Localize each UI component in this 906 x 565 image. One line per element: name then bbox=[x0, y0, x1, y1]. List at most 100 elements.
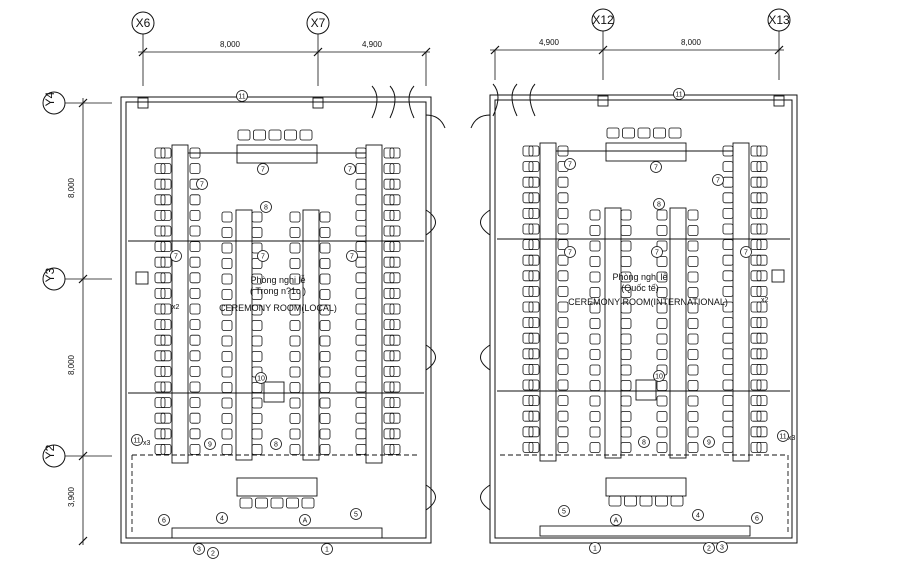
chair bbox=[722, 410, 734, 422]
chair bbox=[656, 225, 668, 236]
chair bbox=[722, 270, 734, 282]
chair bbox=[528, 192, 540, 204]
chair bbox=[756, 285, 768, 297]
chair bbox=[389, 365, 401, 377]
chair bbox=[289, 304, 301, 316]
callout-bubble bbox=[703, 542, 715, 554]
chair bbox=[668, 127, 682, 139]
chair bbox=[589, 240, 601, 252]
chair bbox=[589, 349, 601, 360]
chair bbox=[557, 192, 569, 204]
callout-bubble bbox=[651, 246, 663, 258]
chair bbox=[154, 365, 166, 377]
chair bbox=[355, 428, 367, 440]
chair bbox=[624, 495, 637, 507]
chair bbox=[389, 412, 401, 424]
chair bbox=[239, 497, 253, 509]
left-head-table bbox=[236, 144, 318, 164]
chair bbox=[722, 363, 734, 375]
callout-label: 7 bbox=[261, 167, 265, 174]
chair bbox=[620, 426, 632, 438]
chair bbox=[589, 256, 601, 267]
chair bbox=[355, 256, 367, 268]
chair bbox=[687, 225, 699, 236]
dim-right-top-2: 8,000 bbox=[681, 38, 702, 47]
chair bbox=[189, 225, 201, 237]
chair bbox=[154, 350, 166, 362]
chair bbox=[557, 223, 569, 235]
chair bbox=[160, 287, 172, 299]
callout-label: 9 bbox=[707, 440, 711, 447]
chair bbox=[756, 301, 768, 313]
chair bbox=[522, 395, 534, 407]
chair bbox=[637, 127, 651, 139]
chair bbox=[319, 258, 331, 269]
chair bbox=[355, 443, 367, 455]
callout-bubble bbox=[777, 430, 789, 442]
chair bbox=[528, 426, 540, 438]
callout-label: 4 bbox=[696, 513, 700, 520]
chair bbox=[522, 254, 534, 266]
callout-bubble bbox=[344, 163, 356, 175]
chair bbox=[522, 441, 534, 453]
chair bbox=[289, 397, 301, 409]
chair bbox=[750, 379, 762, 391]
chair bbox=[319, 227, 331, 238]
chair bbox=[383, 428, 395, 440]
right-head-table bbox=[605, 142, 687, 162]
chair bbox=[589, 411, 601, 422]
chair bbox=[528, 223, 540, 235]
chair bbox=[221, 227, 233, 238]
chair bbox=[653, 127, 666, 139]
chair bbox=[237, 129, 251, 141]
chair bbox=[750, 441, 762, 453]
chair bbox=[722, 348, 734, 360]
chair bbox=[160, 178, 172, 190]
tables bbox=[128, 95, 790, 539]
chair bbox=[756, 176, 768, 188]
right-room-name-en: CEREMONY ROOM(INTERNATIONAL) bbox=[568, 297, 728, 307]
chair bbox=[589, 271, 601, 283]
chair bbox=[355, 163, 367, 175]
chair bbox=[756, 363, 768, 375]
callout-bubble bbox=[716, 541, 728, 553]
chair bbox=[154, 147, 166, 159]
callout-label: 8 bbox=[642, 440, 646, 447]
axis-label-x7: X7 bbox=[311, 16, 326, 30]
chair bbox=[160, 443, 172, 455]
callout-label: 5 bbox=[354, 512, 358, 519]
chair bbox=[756, 348, 768, 360]
chair bbox=[750, 207, 762, 219]
callout-bubble bbox=[703, 436, 715, 448]
chair bbox=[383, 178, 395, 190]
chair bbox=[589, 302, 601, 314]
axis-label-y4: Y4 bbox=[43, 91, 57, 106]
chair bbox=[289, 242, 301, 254]
chair bbox=[687, 271, 699, 283]
chair bbox=[557, 395, 569, 407]
chair bbox=[557, 348, 569, 360]
chair bbox=[656, 349, 668, 360]
chair bbox=[189, 428, 201, 440]
left-room-name-vi-2: ( Trong n?1c ) bbox=[250, 286, 306, 296]
chair bbox=[528, 441, 540, 453]
callout-bubble bbox=[638, 436, 650, 448]
chair bbox=[160, 319, 172, 331]
chair bbox=[620, 240, 632, 252]
chair bbox=[221, 397, 233, 409]
left-side-table-right bbox=[365, 144, 383, 464]
chair bbox=[154, 428, 166, 440]
right-inner-table-right bbox=[669, 207, 687, 459]
chair bbox=[687, 364, 699, 376]
chair bbox=[319, 335, 331, 347]
chair bbox=[750, 223, 762, 235]
chair bbox=[722, 285, 734, 297]
chair bbox=[756, 332, 768, 344]
chair bbox=[383, 272, 395, 284]
chair bbox=[319, 413, 331, 424]
dim-right-top-1: 4,900 bbox=[539, 38, 560, 47]
chair bbox=[687, 442, 699, 453]
chair bbox=[750, 161, 762, 173]
chair bbox=[189, 350, 201, 362]
right-bottom-table bbox=[605, 477, 687, 497]
